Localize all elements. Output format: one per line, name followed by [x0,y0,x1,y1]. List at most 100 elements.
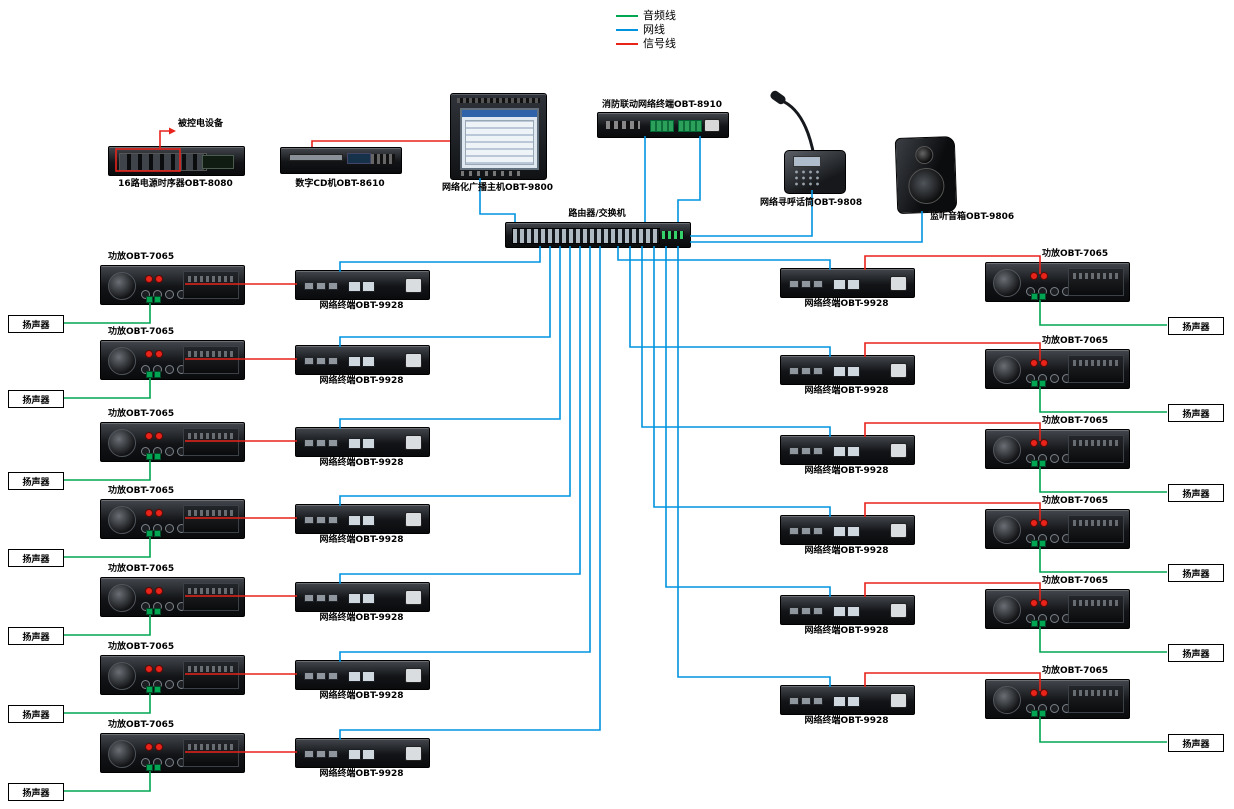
terminal-jack [801,697,811,705]
terminal-power-socket [890,523,907,538]
terminal-power-socket [890,443,907,458]
router-switch [505,222,691,248]
signal-terminal-post [1030,439,1038,447]
network-terminal-obt-9928 [780,595,915,625]
audio-terminal-post [1039,380,1046,387]
mic-keypad [793,169,823,187]
audio-terminal-post [154,686,161,693]
amplifier-label: 功放OBT-7065 [108,564,175,574]
terminal-label: 网络终端OBT-9928 [319,769,404,779]
signal-terminal-post [145,743,153,751]
audio-terminal-post [1031,380,1038,387]
terminal-label: 网络终端OBT-9928 [319,691,404,701]
speaker-box: 扬声器 [8,390,64,408]
amplifier-obt-7065 [100,422,245,462]
terminal-network-port [847,366,860,377]
terminal-network-port [847,446,860,457]
audio-terminal-post [146,371,153,378]
broadcast-host-obt-9800 [450,93,547,180]
terminal-network-port [348,356,361,367]
signal-terminal-post [155,509,163,517]
fire-terminal-label: 消防联动网络终端OBT-8910 [601,100,723,110]
mic-screen [793,156,821,167]
signal-terminal-post [155,665,163,673]
monitor-to-switch-net-line [690,211,923,243]
terminal-power-socket [405,590,422,605]
amp-knob [1026,704,1035,713]
terminal-network-port [833,366,846,377]
terminal-jack [328,357,338,365]
amplifier-label: 功放OBT-7065 [108,486,175,496]
host-screen-content [465,120,534,165]
terminal-jack [316,439,326,447]
network-terminal-obt-9928 [295,345,430,375]
network-terminal-obt-9928 [295,660,430,690]
router-switch-label: 路由器/交换机 [568,209,626,219]
signal-terminal-post [155,350,163,358]
terminal-jack [328,750,338,758]
amplifier-obt-7065 [100,733,245,773]
audio-terminal-post [1039,710,1046,717]
amp-knob [141,524,150,533]
power-sequencer-label: 16路电源时序器OBT-8080 [118,179,233,189]
terminal-power-socket [890,276,907,291]
amplifier-label: 功放OBT-7065 [1042,576,1109,586]
legend: 音频线 网线 信号线 [616,9,676,51]
terminal-label: 网络终端OBT-9928 [319,535,404,545]
amplifier-label: 功放OBT-7065 [1042,336,1109,346]
terminal-jack [316,357,326,365]
amp-grill [108,506,136,534]
amplifier-label: 功放OBT-7065 [108,327,175,337]
amplifier-label: 功放OBT-7065 [1042,249,1109,259]
audio-terminal-post [1031,620,1038,627]
terminal-jack [316,750,326,758]
amp-knob [141,365,150,374]
terminal-jack [304,594,314,602]
paging-mic-label: 网络寻呼话筒OBT-9808 [760,198,863,208]
audio-terminal-post [1039,460,1046,467]
cd-tray-slot [289,154,343,161]
amplifier-obt-7065 [100,577,245,617]
terminal-label: 网络终端OBT-9928 [319,376,404,386]
signal-terminal-post [145,509,153,517]
broadcast-host-label: 网络化广播主机OBT-9800 [441,183,554,193]
amp-grill [993,686,1021,714]
signal-terminal-post [1030,519,1038,527]
switch-leds [662,231,684,239]
terminal-label: 网络终端OBT-9928 [319,458,404,468]
signal-terminal-post [155,432,163,440]
audio-terminal-post [1039,620,1046,627]
amp-knob [165,447,174,456]
legend-label-audio: 音频线 [643,9,676,22]
arrow-head-icon [169,127,176,135]
amp-knob [165,758,174,767]
network-terminal-obt-9928 [780,515,915,545]
audio-terminal-post [146,296,153,303]
amp-display-panel [183,428,239,456]
terminal-jack [813,697,823,705]
paging-mic-obt-9808 [762,89,854,194]
amp-knob [1026,534,1035,543]
network-line-swatch [616,29,638,31]
signal-terminal-post [1040,689,1048,697]
signal-terminal-post [145,587,153,595]
speaker-box: 扬声器 [8,705,64,723]
terminal-network-port [847,526,860,537]
amp-grill [993,269,1021,297]
terminal-network-port [348,281,361,292]
audio-terminal-post [1039,540,1046,547]
amp-knob [165,290,174,299]
amp-knob [1026,454,1035,463]
amplifier-obt-7065 [985,349,1130,389]
terminal-jack [328,516,338,524]
speaker-box: 扬声器 [1168,644,1224,662]
amplifier-obt-7065 [100,655,245,695]
terminal-power-socket [405,746,422,761]
signal-terminal-post [155,743,163,751]
audio-terminal-post [146,453,153,460]
terminal-network-port [348,749,361,760]
signal-terminal-post [1040,599,1048,607]
amplifier-obt-7065 [100,265,245,305]
terminal-network-port [847,696,860,707]
